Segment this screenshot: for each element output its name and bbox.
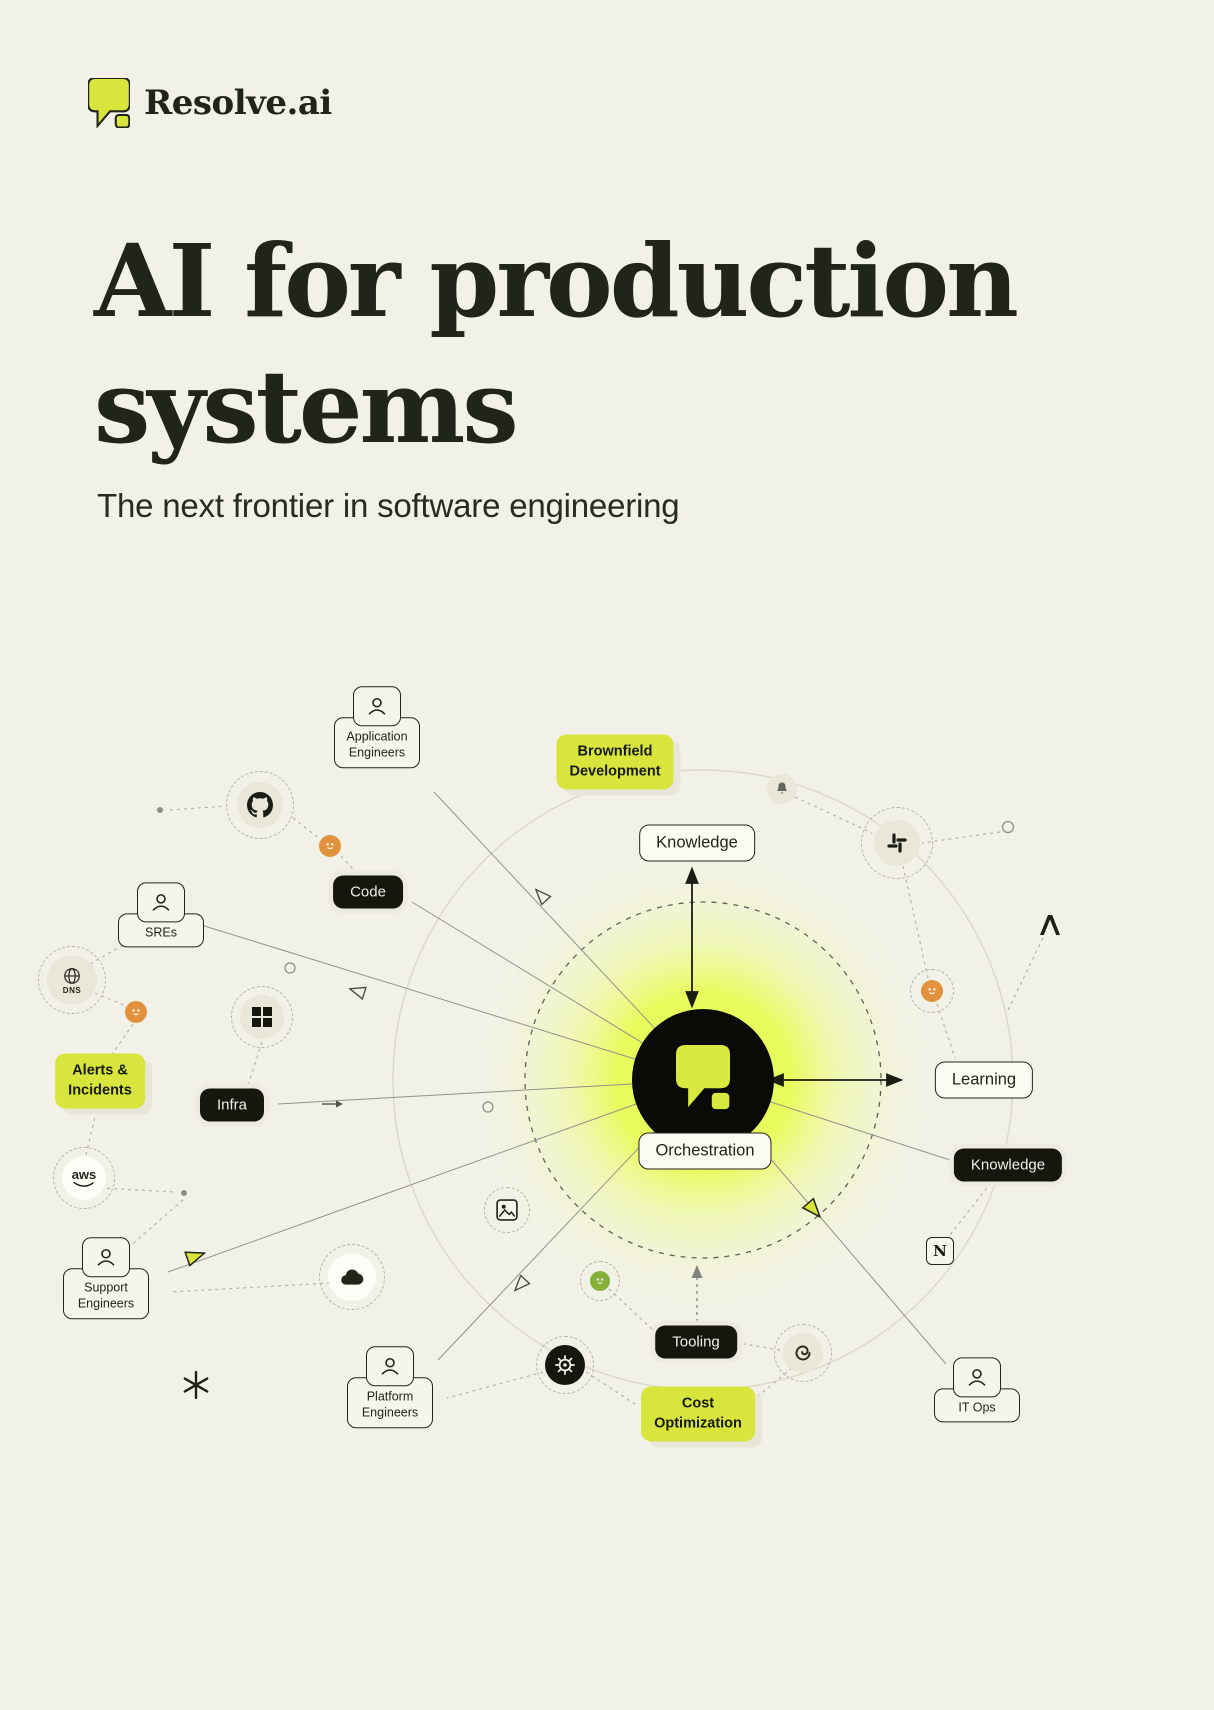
bot-avatar-icon	[319, 835, 341, 857]
learning-pill: Learning	[934, 1061, 1034, 1099]
cursor-triangle-icon	[184, 1245, 208, 1267]
resolve-logo-icon	[88, 78, 130, 128]
cursor-triangle-icon	[801, 1197, 826, 1223]
helm-wheel-icon	[536, 1336, 594, 1394]
bell-icon	[767, 774, 797, 804]
bot-avatar-icon	[125, 1001, 147, 1023]
infra-pill: Infra	[199, 1088, 265, 1122]
brand[interactable]: Resolve.ai	[88, 78, 332, 128]
github-icon	[226, 771, 294, 839]
asterisk-icon	[182, 1371, 210, 1399]
grafana-spiral-icon	[774, 1324, 832, 1382]
arrowhead-triangle-icon	[509, 1274, 531, 1296]
bot-avatar-green-icon	[580, 1261, 620, 1301]
anthropic-icon	[1038, 914, 1062, 936]
page-title: AI for production systems	[94, 218, 1134, 470]
slack-icon	[861, 807, 933, 879]
center-node	[632, 1009, 774, 1151]
arrowhead-triangle-icon	[530, 884, 552, 906]
tooling-up-arrow	[691, 1265, 703, 1322]
notion-icon: N	[926, 1237, 954, 1265]
person-icon	[366, 1346, 414, 1387]
bot-avatar-icon	[910, 969, 954, 1013]
orchestration-pill: Orchestration	[638, 1132, 772, 1170]
page-title-line1: AI for production	[94, 222, 1019, 340]
windows-icon	[231, 986, 293, 1048]
cloud-icon	[319, 1244, 385, 1310]
page-title-line2: systems	[94, 348, 519, 466]
code-pill: Code	[333, 875, 403, 909]
platform-engineers-card: Platform Engineers	[347, 1346, 433, 1428]
knowledge-top-pill: Knowledge	[639, 824, 755, 862]
dns-globe-icon: DNS	[38, 946, 106, 1014]
knowledge-right-pill: Knowledge	[953, 1148, 1063, 1182]
knowledge-double-arrow	[685, 866, 699, 1009]
support-engineers-card: Support Engineers	[63, 1237, 149, 1319]
dashed-connectors	[85, 796, 1044, 1407]
brand-text: Resolve.ai	[144, 83, 332, 123]
brownfield-development-badge: Brownfield Development	[556, 734, 674, 790]
subtitle: The next frontier in software engineerin…	[97, 487, 680, 524]
application-engineers-card: Application Engineers	[334, 686, 420, 768]
right-arrow-icon	[322, 1099, 344, 1109]
decoration-dots	[157, 807, 1015, 1196]
photo-icon	[484, 1187, 530, 1233]
arrowhead-triangle-icon	[347, 982, 367, 1001]
alerts-incidents-badge: Alerts & Incidents	[55, 1053, 145, 1109]
person-icon	[953, 1357, 1001, 1398]
tooling-pill: Tooling	[655, 1325, 737, 1359]
person-icon	[82, 1237, 130, 1278]
cost-optimization-badge: Cost Optimization	[641, 1386, 755, 1442]
sres-card: SREs	[118, 882, 204, 948]
aws-icon: aws	[53, 1147, 115, 1209]
it-ops-card: IT Ops	[934, 1357, 1020, 1423]
person-icon	[353, 686, 401, 727]
person-icon	[137, 882, 185, 923]
resolve-mark-icon	[676, 1045, 730, 1110]
learning-double-arrow	[766, 1073, 904, 1087]
